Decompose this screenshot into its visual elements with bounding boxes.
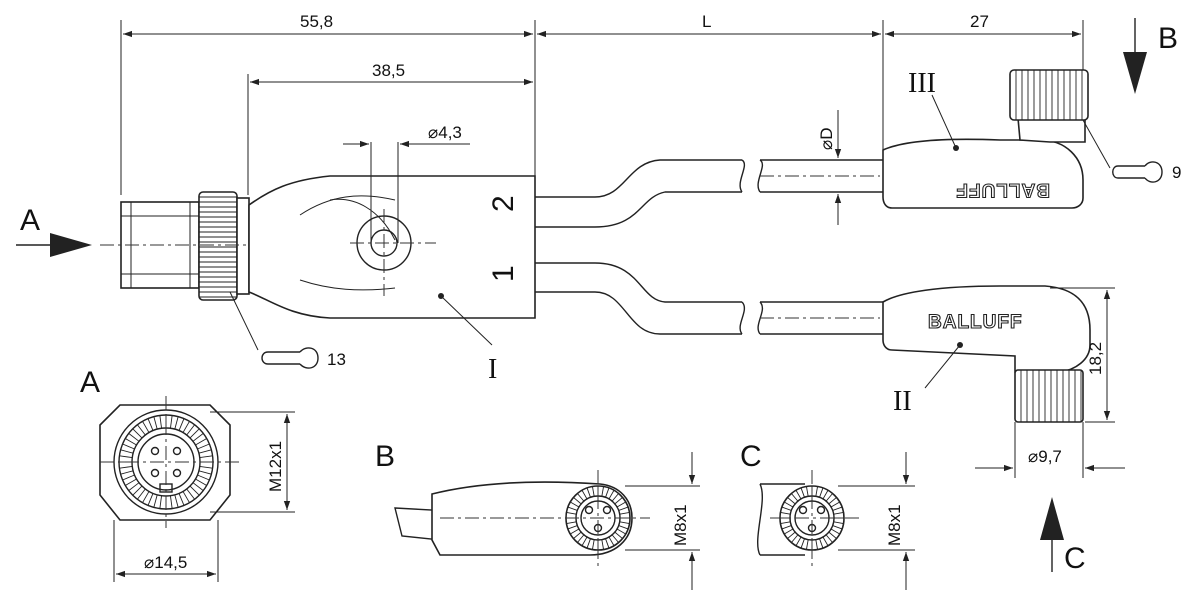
dim-thread-m8-b: M8x1	[671, 504, 690, 546]
port-label-2: 2	[487, 195, 520, 212]
part-label-two: II	[893, 386, 912, 417]
view-arrow-a-label: A	[20, 204, 40, 237]
top-dimensions: 55,8 L 27 38,5	[120, 12, 1084, 200]
wrench-symbol-m8: 9	[1112, 161, 1181, 183]
cables: ⌀D	[535, 110, 883, 335]
view-c: C M8x1	[740, 440, 915, 590]
dim-cable-length: L	[702, 12, 711, 31]
dim-overall-length: 55,8	[300, 12, 333, 31]
dim-height-right-angle: 18,2	[1086, 342, 1105, 375]
logo-lower: BALLUFF	[928, 312, 1023, 333]
view-a: A M12x1 ⌀14,5	[80, 366, 295, 582]
dim-hole-diameter: ⌀4,3	[428, 123, 462, 142]
m12-connector	[100, 191, 258, 301]
view-a-title: A	[80, 366, 100, 399]
dim-thread-m8-c: M8x1	[885, 504, 904, 546]
connector-lower: BALLUFF II 18,2 ⌀9,7	[882, 285, 1125, 478]
port-label-1: 1	[487, 265, 520, 282]
view-b: B M8x1	[375, 440, 700, 590]
dim-diameter-m12: ⌀14,5	[144, 553, 187, 572]
dim-cable-diameter: ⌀D	[817, 127, 836, 150]
dim-right-width: 27	[970, 12, 989, 31]
view-arrow-c: C	[1040, 497, 1086, 575]
view-c-title: C	[740, 440, 762, 473]
part-label-three: III	[908, 68, 936, 99]
m12-torque-value: 13	[327, 350, 346, 369]
splitter-body: ⌀4,3 2 1 I	[248, 123, 536, 385]
view-b-title: B	[375, 440, 395, 473]
logo-upper: BALLUFF	[955, 179, 1050, 200]
connector-upper: BALLUFF III	[882, 68, 1111, 209]
view-arrow-b-label: B	[1158, 22, 1178, 55]
view-arrow-b: B	[1123, 18, 1178, 94]
wrench-symbol-m12: 13	[229, 291, 346, 369]
view-arrow-a: A	[16, 204, 92, 257]
dim-body-length: 38,5	[372, 61, 405, 80]
dim-nut-diameter: ⌀9,7	[1028, 447, 1062, 466]
view-arrow-c-label: C	[1064, 542, 1086, 575]
m8-torque-value: 9	[1172, 163, 1181, 182]
dim-thread-m12: M12x1	[266, 441, 285, 492]
part-label-one: I	[488, 354, 497, 385]
